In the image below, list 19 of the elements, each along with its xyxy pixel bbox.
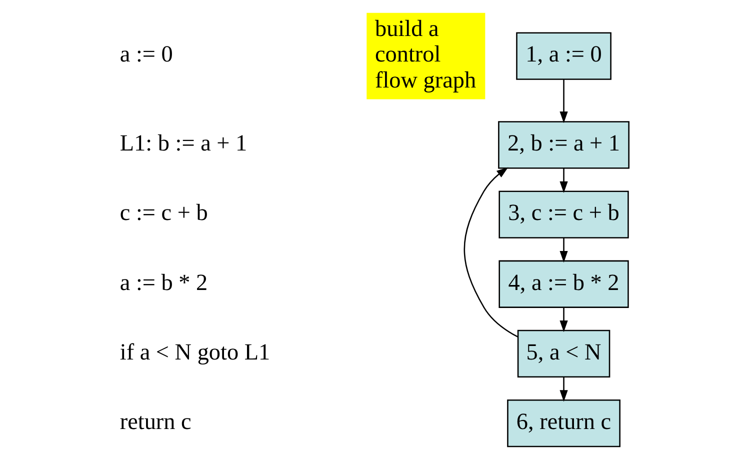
arrow bbox=[560, 376, 568, 402]
node-box: 5, a < N bbox=[517, 330, 610, 378]
node-box: 2, b := a + 1 bbox=[498, 121, 630, 169]
arrow bbox=[560, 168, 568, 193]
label: return c bbox=[120, 408, 192, 435]
arrow bbox=[560, 80, 568, 124]
node-box: build a control flow graph bbox=[366, 12, 486, 100]
arrow bbox=[464, 167, 518, 338]
node-box: 1, a := 0 bbox=[516, 32, 612, 80]
arrow bbox=[560, 238, 568, 263]
node-box: 6, return c bbox=[507, 399, 620, 448]
label: c := c + b bbox=[120, 200, 208, 226]
node-box: 4, a := b * 2 bbox=[498, 260, 629, 308]
label: if a < N goto L1 bbox=[120, 339, 270, 366]
label: L1: b := a + 1 bbox=[120, 130, 248, 157]
label: a := 0 bbox=[120, 42, 173, 68]
label: a := b * 2 bbox=[120, 270, 208, 296]
arrow bbox=[560, 307, 568, 332]
node-box: 3, c := c + b bbox=[498, 190, 629, 238]
